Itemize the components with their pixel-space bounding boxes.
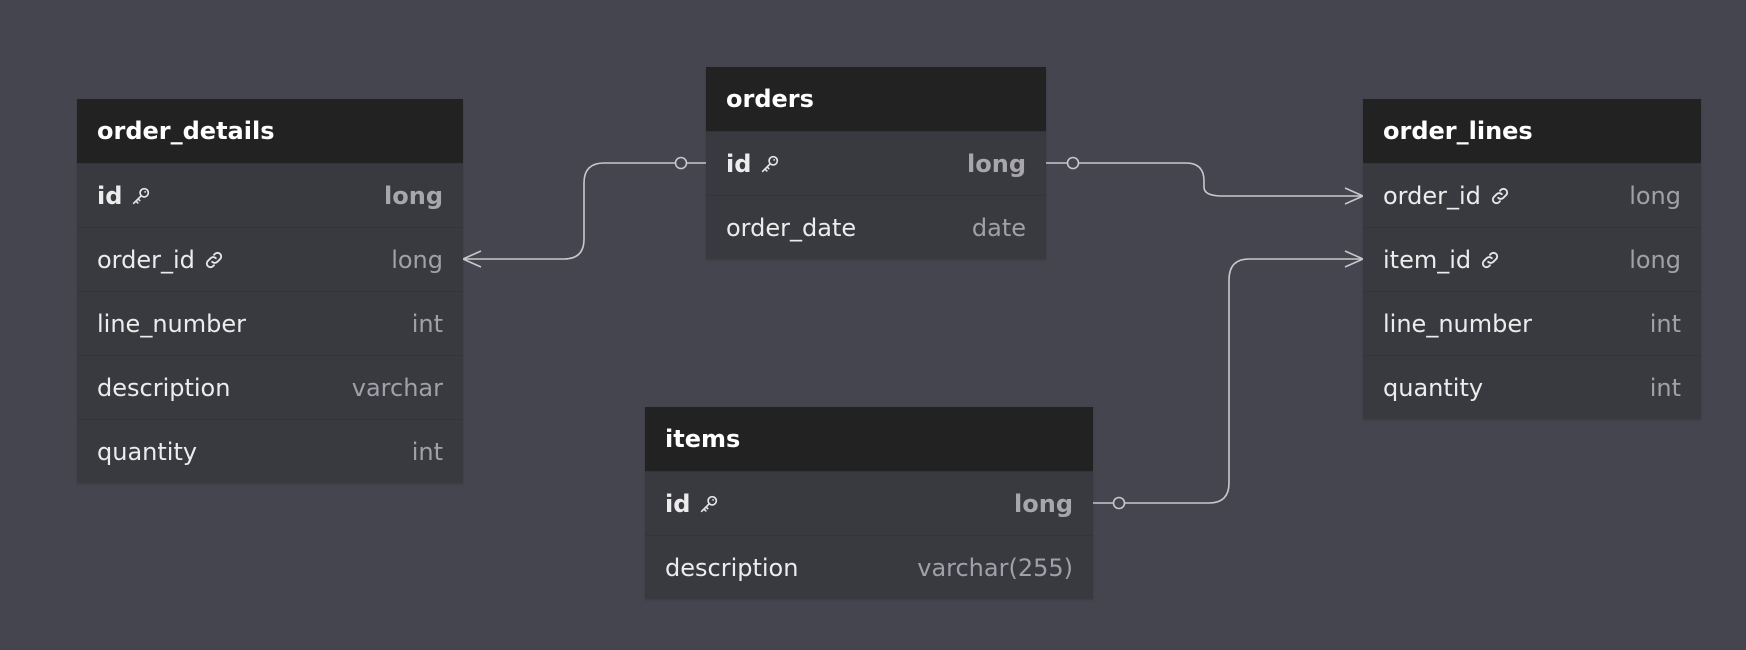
crows-foot-marker	[1344, 250, 1364, 268]
column-type: long	[391, 245, 443, 274]
column-name: line_number	[1383, 309, 1532, 338]
column-row[interactable]: description varchar	[77, 355, 463, 419]
key-icon	[759, 153, 781, 175]
column-type: varchar	[351, 373, 443, 402]
key-icon	[698, 493, 720, 515]
column-name: order_id	[1383, 181, 1481, 210]
connector-items-order-lines	[1093, 258, 1363, 504]
link-icon	[1489, 185, 1511, 207]
column-name: id	[726, 149, 752, 178]
column-row[interactable]: order_date date	[706, 195, 1046, 259]
column-type: int	[1649, 373, 1681, 402]
column-name: description	[97, 373, 231, 402]
column-name: id	[665, 489, 691, 518]
key-icon	[130, 185, 152, 207]
column-type: date	[971, 213, 1026, 242]
column-type: long	[1629, 181, 1681, 210]
entity-title[interactable]: order_details	[77, 99, 463, 163]
column-name: order_id	[97, 245, 195, 274]
column-type: int	[411, 437, 443, 466]
crows-foot-marker	[1344, 187, 1364, 205]
connector-orders-order-lines	[1046, 162, 1363, 197]
column-row[interactable]: id long	[645, 471, 1093, 535]
entity-title[interactable]: order_lines	[1363, 99, 1701, 163]
column-row[interactable]: order_id long	[1363, 163, 1701, 227]
column-name: quantity	[97, 437, 198, 466]
column-type: varchar(255)	[917, 553, 1073, 582]
crows-foot-marker	[462, 250, 482, 268]
entity-order-lines[interactable]: order_lines order_id long item_id long l…	[1363, 99, 1701, 419]
column-row[interactable]: line_number int	[1363, 291, 1701, 355]
column-row[interactable]: order_id long	[77, 227, 463, 291]
column-name: item_id	[1383, 245, 1472, 274]
column-type: int	[411, 309, 443, 338]
column-type: int	[1649, 309, 1681, 338]
column-name: id	[97, 181, 123, 210]
entity-items[interactable]: items id long description varchar(255)	[645, 407, 1093, 599]
zero-or-one-marker	[674, 156, 688, 170]
column-type: long	[1014, 489, 1073, 518]
column-type: long	[1629, 245, 1681, 274]
link-icon	[203, 249, 225, 271]
column-row[interactable]: line_number int	[77, 291, 463, 355]
column-row[interactable]: id long	[77, 163, 463, 227]
column-type: long	[967, 149, 1026, 178]
column-row[interactable]: item_id long	[1363, 227, 1701, 291]
column-type: long	[384, 181, 443, 210]
column-row[interactable]: quantity int	[77, 419, 463, 483]
entity-order-details[interactable]: order_details id long order_id long line…	[77, 99, 463, 483]
link-icon	[1479, 249, 1501, 271]
entity-title[interactable]: items	[645, 407, 1093, 471]
entity-title[interactable]: orders	[706, 67, 1046, 131]
entity-orders[interactable]: orders id long order_date date	[706, 67, 1046, 259]
zero-or-one-marker	[1112, 496, 1126, 510]
column-row[interactable]: description varchar(255)	[645, 535, 1093, 599]
column-row[interactable]: quantity int	[1363, 355, 1701, 419]
connector-orders-order-details	[463, 162, 706, 260]
column-name: order_date	[726, 213, 857, 242]
zero-or-one-marker	[1066, 156, 1080, 170]
column-name: description	[665, 553, 799, 582]
column-name: line_number	[97, 309, 246, 338]
column-row[interactable]: id long	[706, 131, 1046, 195]
column-name: quantity	[1383, 373, 1484, 402]
